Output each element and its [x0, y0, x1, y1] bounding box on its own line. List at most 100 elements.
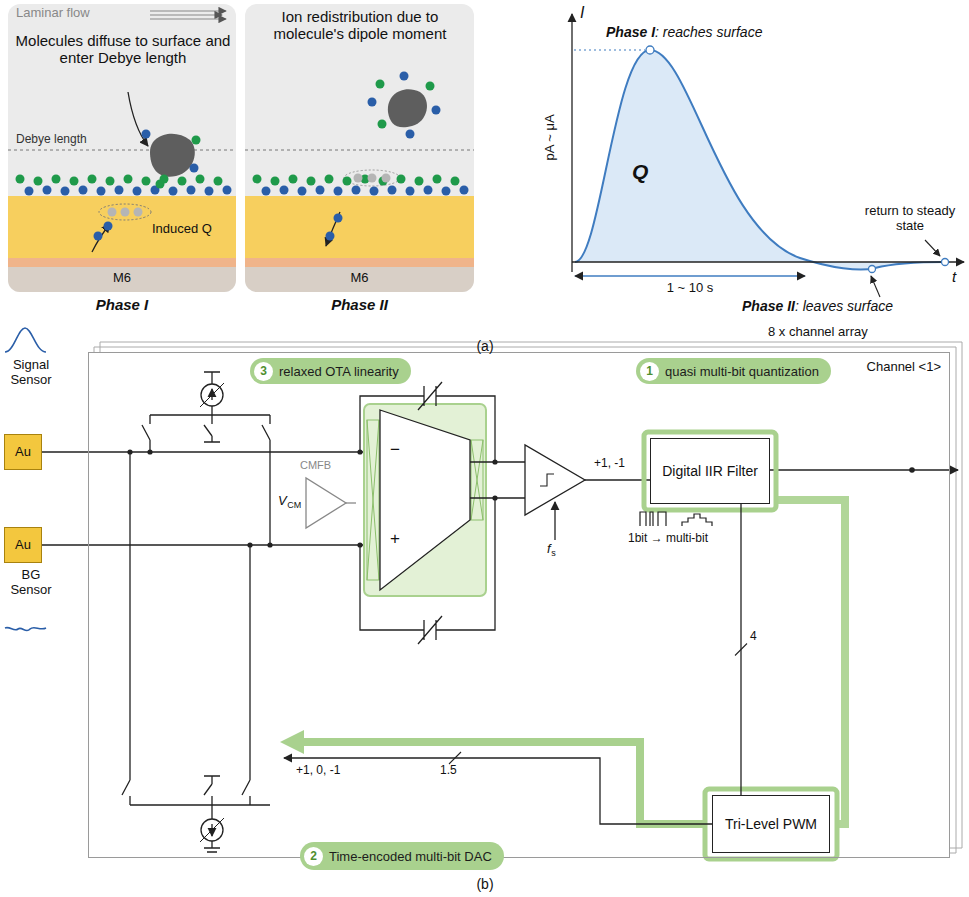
text-label: M6 [8, 271, 236, 286]
ion [432, 106, 441, 115]
ion [368, 98, 377, 107]
callout-number: 1 [640, 362, 659, 381]
text-label: s [551, 548, 556, 558]
ion [433, 175, 442, 184]
text-label: (a) [470, 338, 500, 354]
text-label: return to steady state [858, 204, 962, 234]
current-plot [572, 14, 964, 297]
ion [190, 164, 199, 173]
text-label: +1, 0, -1 [296, 764, 340, 778]
ion [142, 130, 151, 139]
ion [115, 186, 124, 195]
text-label: 8 x channel array [768, 325, 868, 340]
text-label: CMFB [300, 459, 331, 472]
panel-art [8, 4, 474, 293]
process-box: Digital IIR Filter [650, 438, 770, 504]
text-label: I [580, 4, 584, 22]
callout-pill: 2Time-encoded multi-bit DAC [300, 842, 504, 870]
process-box: Tri-Level PWM [712, 795, 830, 853]
panel-heading: Phase I [8, 296, 236, 313]
ion [298, 187, 307, 196]
ion [124, 175, 133, 184]
ion [334, 187, 343, 196]
text-label: + [390, 529, 400, 549]
text-label: V [278, 494, 287, 509]
ion [223, 186, 232, 195]
ion [214, 177, 223, 186]
text-label: Q [632, 160, 648, 184]
ion [94, 232, 103, 241]
text-label: (b) [470, 876, 500, 892]
callout-number: 3 [254, 362, 273, 381]
bus-slash [735, 644, 747, 656]
text-label: M6 [245, 271, 474, 286]
ion [142, 177, 151, 186]
ion [70, 177, 79, 186]
panel-heading: Phase II [245, 296, 474, 313]
ion [205, 187, 214, 196]
electrode-pad: Au [4, 527, 42, 563]
ion [25, 187, 34, 196]
ion [34, 177, 43, 186]
text-label: Ion redistribution due to molecule's dip… [252, 8, 468, 43]
ion [451, 177, 460, 186]
ion [192, 136, 201, 145]
ion [400, 72, 409, 81]
callout-pill: 1 quasi multi-bit quantization [636, 358, 831, 384]
callout-text: Time-encoded multi-bit DAC [329, 849, 492, 864]
text-label: Phase I [606, 24, 655, 40]
ion [388, 186, 397, 195]
ion [442, 187, 451, 196]
ion [156, 180, 165, 189]
ion [134, 208, 143, 217]
ion [43, 186, 52, 195]
junction-dots [127, 449, 914, 547]
ion [376, 80, 385, 89]
ion [325, 175, 334, 184]
ion [352, 186, 361, 195]
text-label: Induced Q [152, 222, 212, 237]
ion [424, 186, 433, 195]
ion [280, 186, 289, 195]
channel-stack [94, 342, 962, 853]
pad-label: Au [15, 444, 31, 460]
ion [16, 175, 25, 184]
ion [262, 187, 271, 196]
electrode-pad: Au [4, 434, 42, 470]
text-label: BG Sensor [2, 568, 60, 598]
ion [97, 187, 106, 196]
ion [133, 187, 142, 196]
callout-pill: 3relaxed OTA linearity [250, 358, 411, 384]
ion [187, 186, 196, 195]
ion [271, 177, 280, 186]
text-label: 1 ~ 10 s [650, 281, 730, 296]
ion [460, 186, 469, 195]
callout-text: quasi multi-bit quantization [665, 364, 819, 379]
text-label: +1, -1 [594, 457, 625, 471]
bus-width: 4 [750, 630, 757, 644]
circuit [42, 372, 958, 859]
text-label: CM [287, 500, 301, 510]
ion [289, 175, 298, 184]
ion [406, 130, 415, 139]
ion [121, 208, 130, 217]
ion [108, 208, 117, 217]
ion [61, 187, 70, 196]
text-label: f [547, 542, 551, 557]
pad-label: Au [15, 537, 31, 553]
box-label: Digital IIR Filter [662, 463, 758, 480]
ion [397, 175, 406, 184]
text-label: Laminar flow [16, 6, 90, 21]
ion [370, 187, 379, 196]
ion [169, 187, 178, 196]
ion [106, 177, 115, 186]
text-label: : reaches surface [655, 24, 762, 40]
ion [326, 232, 335, 241]
ion [178, 177, 187, 186]
box-label: Tri-Level PWM [725, 816, 817, 833]
ion [334, 214, 343, 223]
channel-heading: Channel <1> [867, 359, 941, 374]
text-label: : leaves surface [795, 298, 893, 314]
